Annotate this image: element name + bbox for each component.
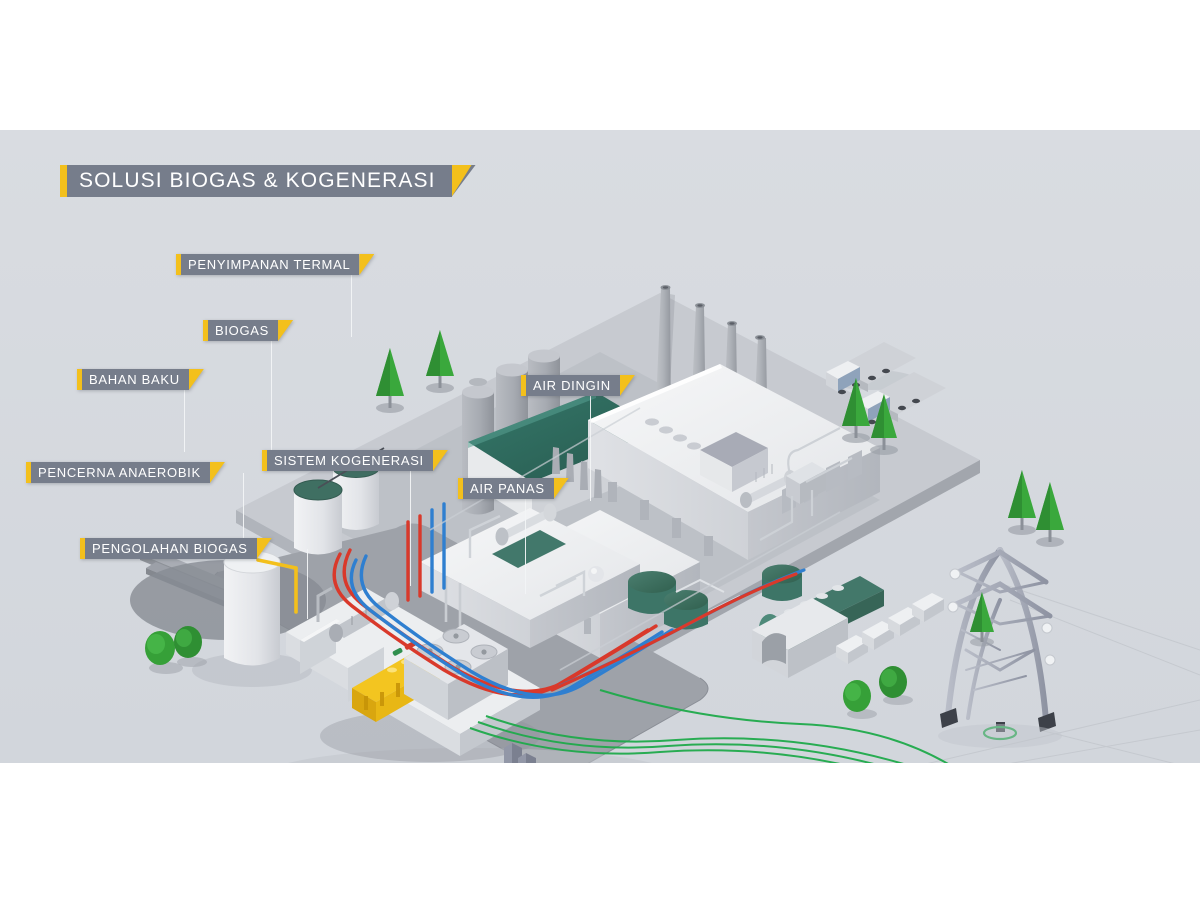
bush (174, 626, 207, 667)
leader-line-sistem-kogenerasi (410, 471, 412, 586)
hot-cold-water-pipes (332, 502, 806, 699)
banner-accent-bar (60, 165, 67, 197)
label-accent-bar (262, 450, 267, 471)
power-cables-green (469, 689, 949, 763)
page-title: SOLUSI BIOGAS & KOGENERASI (79, 169, 436, 192)
leader-line-penyimpanan-termal (351, 275, 353, 337)
label-body: BAHAN BAKU (82, 369, 189, 390)
label-tail-yellow (256, 538, 272, 559)
label-body: AIR PANAS (463, 478, 554, 499)
banner-body: SOLUSI BIOGAS & KOGENERASI (67, 165, 452, 197)
conifer-tree (426, 330, 454, 393)
label-accent-bar (458, 478, 463, 499)
label-accent-bar (203, 320, 208, 341)
parked-vehicles (836, 593, 944, 664)
label-text: BAHAN BAKU (89, 372, 180, 387)
label-text: PENCERNA ANAEROBIK (38, 465, 201, 480)
bush (879, 666, 913, 705)
leader-line-bahan-baku (184, 390, 186, 452)
label-accent-bar (521, 375, 526, 396)
bush (843, 680, 877, 719)
label-tail-yellow (209, 462, 225, 483)
label-text: SISTEM KOGENERASI (274, 453, 424, 468)
tower-insulators (947, 568, 1056, 666)
label-body: PENYIMPANAN TERMAL (181, 254, 360, 275)
leader-line-pencerna-anaerobik (243, 473, 245, 553)
callout-label-biogas[interactable]: BIOGAS (203, 320, 294, 341)
label-tail-yellow (553, 478, 569, 499)
label-tail-yellow (619, 375, 635, 396)
leader-line-biogas (271, 341, 273, 461)
vehicle-1 (836, 635, 868, 664)
label-accent-bar (77, 369, 82, 390)
conifer-trees (376, 330, 1064, 647)
road-markings (429, 407, 841, 671)
conifer-tree (870, 394, 898, 455)
label-accent-bar (26, 462, 31, 483)
label-text: PENYIMPANAN TERMAL (188, 257, 351, 272)
ground-ring-green (982, 725, 1018, 741)
label-body: PENGOLAHAN BIOGAS (85, 538, 257, 559)
conifer-tree (1036, 482, 1064, 547)
green-dome-tanks (628, 564, 802, 630)
callout-label-air-dingin[interactable]: AIR DINGIN (521, 375, 635, 396)
label-text: AIR PANAS (470, 481, 545, 496)
vehicle-2 (862, 621, 894, 650)
isometric-scene (0, 130, 1200, 763)
round-bushes (145, 626, 913, 719)
label-body: AIR DINGIN (526, 375, 620, 396)
label-body: SISTEM KOGENERASI (267, 450, 433, 471)
label-body: BIOGAS (208, 320, 279, 341)
callout-label-sistem-kogenerasi[interactable]: SISTEM KOGENERASI (262, 450, 448, 471)
rooftop-penthouse (700, 432, 768, 492)
biogas-offtake-pipe-yellow (256, 558, 298, 614)
label-tail-yellow (188, 369, 204, 390)
label-text: AIR DINGIN (533, 378, 611, 393)
bush (145, 631, 183, 674)
transmission-tower (945, 540, 1053, 732)
conifer-tree (376, 348, 404, 413)
leader-line-air-panas (525, 499, 527, 594)
title-banner: SOLUSI BIOGAS & KOGENERASI (60, 165, 476, 197)
biogas-tank-front (293, 479, 343, 555)
anaerobic-digester-tank (192, 550, 312, 687)
label-tail-yellow (278, 320, 294, 341)
callout-label-pencerna-anaerobik[interactable]: PENCERNA ANAEROBIK (26, 462, 225, 483)
truck-loading-station (759, 427, 853, 541)
label-text: BIOGAS (215, 323, 270, 338)
vehicle-4 (912, 593, 944, 622)
building-doors (608, 482, 713, 556)
utility-pillars (504, 743, 536, 763)
callout-label-air-panas[interactable]: AIR PANAS (458, 478, 569, 499)
label-accent-bar (80, 538, 85, 559)
callout-label-bahan-baku[interactable]: BAHAN BAKU (77, 369, 204, 390)
leader-line-pengolahan-biogas (307, 549, 309, 619)
conifer-tree (1008, 470, 1036, 535)
dome-tank-3 (762, 564, 802, 601)
small-stack-cluster (552, 447, 602, 498)
label-text: PENGOLAHAN BIOGAS (92, 541, 248, 556)
conifer-tree (842, 378, 870, 443)
callout-label-penyimpanan-termal[interactable]: PENYIMPANAN TERMAL (176, 254, 375, 275)
label-accent-bar (176, 254, 181, 275)
label-body: PENCERNA ANAEROBIK (31, 462, 210, 483)
leader-line-air-dingin (590, 396, 592, 501)
roof-pipe-runs (468, 514, 586, 598)
callout-label-pengolahan-biogas[interactable]: PENGOLAHAN BIOGAS (80, 538, 272, 559)
process-hall (420, 503, 640, 648)
conifer-tree (970, 592, 994, 647)
label-tail-yellow (359, 254, 375, 275)
arch-tunnel-building (752, 598, 848, 678)
label-tail-yellow (432, 450, 448, 471)
